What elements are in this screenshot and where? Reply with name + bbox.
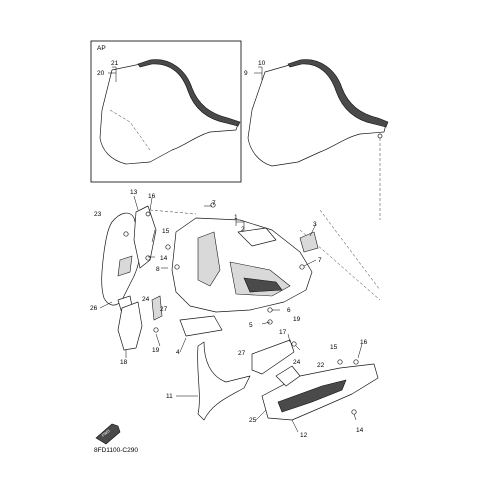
- callout-21: 21: [111, 60, 119, 67]
- callout-24b: 24: [293, 359, 301, 366]
- main-cowling: [171, 217, 313, 313]
- callouts: 1 2 3 4 5 6 7 7 8 9 10 11 12 13 14 14 15…: [90, 60, 368, 439]
- callout-16a: 16: [148, 193, 156, 200]
- callout-6: 6: [287, 307, 291, 314]
- callout-27b: 27: [238, 350, 246, 357]
- fwd-arrow-icon: FWD: [95, 423, 121, 445]
- inset-label: AP: [97, 45, 106, 52]
- diagram-code: 8FD1100-C290: [94, 447, 138, 454]
- callout-3: 3: [313, 221, 317, 228]
- pad-27-left: [151, 295, 163, 321]
- callout-16b: 16: [360, 339, 368, 346]
- callout-7a: 7: [212, 200, 216, 207]
- callout-25: 25: [249, 417, 257, 424]
- callout-19b: 19: [293, 316, 301, 323]
- lower-fairing-11: [197, 341, 251, 421]
- callout-4: 4: [176, 349, 180, 356]
- panel-4: [179, 315, 223, 337]
- bracket-3: [299, 231, 319, 253]
- side-fairing-right: [261, 363, 379, 421]
- callout-26: 26: [90, 305, 98, 312]
- callout-19a: 19: [152, 347, 160, 354]
- inset-frame: [90, 40, 242, 183]
- side-cowl-left: [101, 212, 141, 321]
- callout-14b: 14: [356, 427, 364, 434]
- callout-10: 10: [258, 60, 266, 67]
- callout-24a: 24: [142, 296, 150, 303]
- assembly-line-2: [319, 209, 381, 291]
- callout-17: 17: [279, 329, 287, 336]
- fwd-label: FWD: [101, 428, 111, 438]
- windscreen-ap: [99, 61, 239, 165]
- callout-15b: 15: [330, 344, 338, 351]
- callout-7b: 7: [318, 257, 322, 264]
- callout-11: 11: [166, 393, 173, 400]
- callout-9: 9: [244, 70, 248, 77]
- callout-1: 1: [234, 214, 238, 221]
- callout-27a: 27: [160, 306, 168, 313]
- callout-5: 5: [249, 322, 253, 329]
- inset-ap: AP: [90, 40, 242, 183]
- callout-15a: 15: [162, 228, 170, 235]
- callout-13: 13: [130, 189, 138, 196]
- assembly-line-3: [149, 209, 197, 215]
- leader-lines: [99, 66, 363, 433]
- callout-8: 8: [156, 266, 160, 273]
- inner-panel: [133, 205, 157, 269]
- callout-14a: 14: [160, 255, 168, 262]
- callout-22: 22: [317, 362, 325, 369]
- windscreen-std: [247, 59, 389, 220]
- callout-18: 18: [120, 359, 128, 366]
- callout-23: 23: [94, 211, 102, 218]
- callout-20: 20: [97, 70, 105, 77]
- lower-inner-18: [117, 301, 143, 351]
- callout-12: 12: [300, 432, 308, 439]
- callout-2: 2: [241, 226, 245, 233]
- pad-27-right: [251, 339, 295, 375]
